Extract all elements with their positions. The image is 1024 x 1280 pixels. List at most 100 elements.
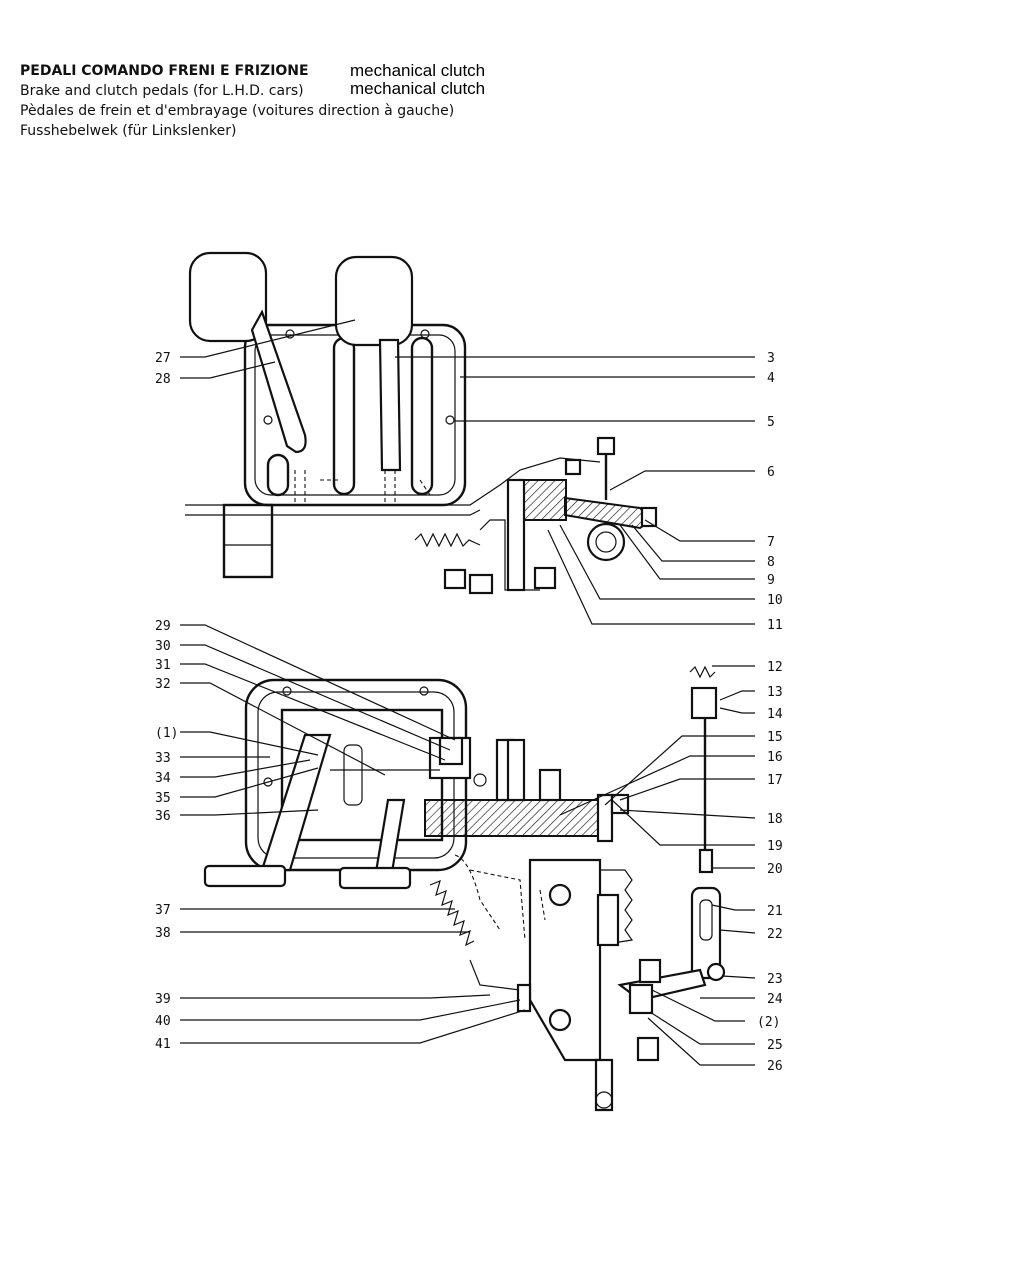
callout-2: (2) [757, 1015, 780, 1030]
bottom-bolt-1 [282, 686, 292, 696]
leader-40 [180, 999, 521, 1021]
bottom-bolt-3 [263, 777, 273, 787]
bottom-rod-sleeve-20 [698, 848, 714, 874]
top-nut-small [564, 458, 582, 476]
leader-29 [180, 624, 456, 741]
top-eye-ring-inner [595, 531, 617, 553]
leader-36 [180, 809, 319, 816]
right-pedal-pad [334, 255, 414, 347]
leader-26 [647, 1017, 755, 1066]
badge-mechanical-clutch-1: mechanical clutch [350, 61, 486, 80]
leader-15 [604, 735, 755, 806]
left-pedal-arm [250, 309, 307, 454]
badge-mechanical-clutch-2: mechanical clutch [350, 79, 486, 98]
bottom-bellows [599, 869, 634, 946]
callout-12: 12 [767, 660, 783, 675]
bottom-lower-rod [594, 1058, 614, 1112]
leader-28 [180, 361, 276, 379]
leader-31 [180, 663, 446, 761]
bottom-right-pedal-arm [374, 798, 406, 874]
title-german: Fusshebelwek (für Linkslenker) [20, 123, 237, 139]
bottom-spring-38 [429, 879, 475, 947]
callout-27: 27 [155, 351, 171, 366]
callout-17: 17 [767, 773, 783, 788]
bottom-hidden-lines [454, 854, 546, 941]
leader-39 [180, 994, 491, 999]
top-bolt-2 [445, 415, 455, 425]
bottom-ring-small [473, 773, 487, 787]
leader-41 [180, 1009, 526, 1044]
bottom-bolt-2 [419, 686, 429, 696]
callout-3: 3 [767, 351, 775, 366]
top-slot-3 [266, 453, 290, 497]
top-nut-6 [596, 436, 616, 456]
leader-30 [180, 644, 451, 751]
callout-26: 26 [767, 1059, 783, 1074]
bottom-left-pedal-arm [260, 733, 332, 872]
top-lower-bracket [479, 519, 540, 591]
callout-35: 35 [155, 791, 171, 806]
callout-9: 9 [767, 573, 775, 588]
top-floor-line [185, 457, 601, 506]
callout-labels: 3 4 5 6 7 8 9 10 11 12 13 14 15 16 17 18… [155, 351, 783, 1074]
callout-16: 16 [767, 750, 783, 765]
leader-35 [180, 767, 319, 798]
title-french: Pèdales de frein et d'embrayage (voiture… [20, 103, 455, 119]
callout-23: 23 [767, 972, 783, 987]
leader-lines-right [395, 356, 756, 1066]
bottom-clevis-13 [690, 686, 718, 720]
leader-18 [619, 809, 756, 819]
callout-8: 8 [767, 555, 775, 570]
leader-17 [619, 778, 755, 801]
bottom-lower-eye [595, 1091, 613, 1109]
bottom-shaft-nut [610, 793, 630, 815]
bottom-bracket-hole-1 [548, 883, 572, 907]
callout-10: 10 [767, 593, 783, 608]
leader-13 [719, 690, 755, 701]
bottom-pin-23 [706, 962, 726, 982]
callout-32: 32 [155, 677, 171, 692]
top-lower-nut-2 [468, 573, 494, 595]
bottom-hub-nut [438, 736, 464, 766]
callout-24: 24 [767, 992, 783, 1007]
callout-34: 34 [155, 771, 171, 786]
callout-7: 7 [767, 535, 775, 550]
leader-9 [619, 524, 755, 580]
bottom-clevis-22 [690, 886, 722, 980]
bottom-clevis-slot-21 [699, 899, 713, 941]
callout-15: 15 [767, 730, 783, 745]
leader-7 [644, 519, 755, 542]
callout-40: 40 [155, 1014, 171, 1029]
leader-10 [559, 524, 755, 600]
callout-22: 22 [767, 927, 783, 942]
callout-14: 14 [767, 707, 783, 722]
title-english: Brake and clutch pedals (for L.H.D. cars… [20, 83, 304, 99]
leader-16 [559, 755, 755, 816]
callout-11: 11 [767, 618, 783, 633]
left-pedal-pad [188, 251, 268, 343]
top-lower-nut-3 [533, 566, 557, 590]
bottom-nut-upper [638, 958, 662, 984]
bottom-upright-2 [506, 738, 526, 802]
top-bolt-4 [285, 329, 295, 339]
leader-19 [611, 799, 755, 846]
callout-31: 31 [155, 658, 171, 673]
callout-6: 6 [767, 465, 775, 480]
bottom-bellows-clamp [596, 893, 620, 947]
right-pedal-arm [378, 338, 402, 472]
callout-33: 33 [155, 751, 171, 766]
top-slot-2 [410, 336, 434, 496]
bottom-main-bracket [528, 858, 602, 1062]
callout-4: 4 [767, 371, 775, 386]
bottom-upright-3 [538, 768, 562, 802]
bottom-right-pedal-pad [338, 866, 412, 890]
leader-32 [180, 682, 386, 776]
callout-13: 13 [767, 685, 783, 700]
top-eye-ring [586, 522, 626, 562]
bottom-stop-bolt [516, 983, 532, 1013]
leader-2 [651, 989, 745, 1022]
callout-30: 30 [155, 639, 171, 654]
callout-37: 37 [155, 903, 171, 918]
bottom-left-pedal-pad [203, 864, 287, 888]
